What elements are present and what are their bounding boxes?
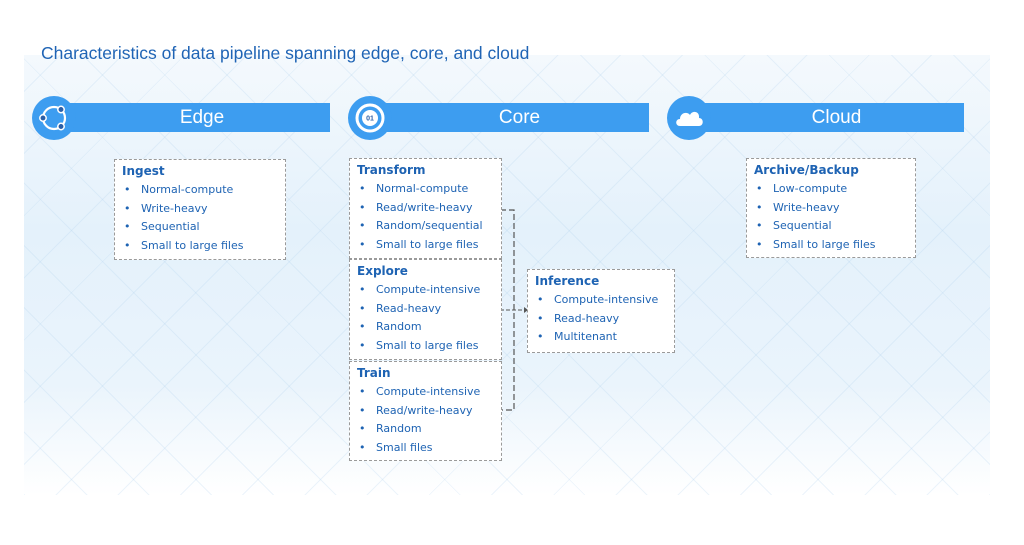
list-item: •Read/write-heavy xyxy=(359,200,473,214)
stage-label-cloud: Cloud xyxy=(689,103,964,132)
list-item: •Random xyxy=(359,422,422,435)
cloud-icon xyxy=(667,96,711,140)
box-inference: Inference •Compute-intensive •Read-heavy… xyxy=(527,269,675,353)
list-item: •Normal-compute xyxy=(359,182,469,195)
box-explore: Explore •Compute-intensive •Read-heavy •… xyxy=(349,259,502,360)
arrow-icon xyxy=(524,307,528,313)
list-item: •Read-heavy xyxy=(537,311,620,325)
list-item: •Multitenant xyxy=(537,330,617,343)
stage-header-edge: Edge xyxy=(32,96,330,140)
box-transform: Transform •Normal-compute •Read/write-he… xyxy=(349,158,502,259)
list-item: •Small files xyxy=(359,440,433,454)
box-title: Inference xyxy=(535,274,600,288)
list-item: •Small to large files xyxy=(359,338,479,352)
box-title: Transform xyxy=(357,163,426,177)
list-item: •Small to large files xyxy=(124,238,244,252)
list-item: •Compute-intensive xyxy=(537,293,659,306)
list-item: •Read/write-heavy xyxy=(359,403,473,417)
page-title: Characteristics of data pipeline spannin… xyxy=(41,43,530,63)
list-item: •Random/sequential xyxy=(359,219,483,232)
network-nodes-icon xyxy=(32,96,76,140)
stage-label-core: Core xyxy=(370,103,649,132)
list-item: •Small to large files xyxy=(359,237,479,251)
list-item: •Write-heavy xyxy=(124,201,208,215)
box-archive-backup: Archive/Backup •Low-compute •Write-heavy… xyxy=(746,158,916,258)
list-item: •Random xyxy=(359,320,422,333)
box-title: Ingest xyxy=(122,164,165,178)
list-item: •Sequential xyxy=(756,219,832,232)
chip-label: 01 xyxy=(366,116,374,123)
list-item: •Compute-intensive xyxy=(359,283,481,296)
list-item: •Sequential xyxy=(124,220,200,233)
stage-label-edge: Edge xyxy=(54,103,330,132)
stage-header-cloud: Cloud xyxy=(667,96,964,140)
list-item: •Low-compute xyxy=(756,182,848,195)
list-item: •Read-heavy xyxy=(359,301,442,315)
box-title: Train xyxy=(357,366,391,380)
list-item: •Write-heavy xyxy=(756,200,840,214)
box-title: Explore xyxy=(357,264,408,278)
box-ingest: Ingest •Normal-compute •Write-heavy •Seq… xyxy=(114,159,286,260)
box-title: Archive/Backup xyxy=(754,163,859,177)
box-train: Train •Compute-intensive •Read/write-hea… xyxy=(349,361,502,461)
stage-header-core: Core 01 xyxy=(348,96,649,140)
list-item: •Compute-intensive xyxy=(359,385,481,398)
processor-chip-icon: 01 xyxy=(348,96,392,140)
list-item: •Small to large files xyxy=(756,237,876,251)
list-item: •Normal-compute xyxy=(124,183,234,196)
